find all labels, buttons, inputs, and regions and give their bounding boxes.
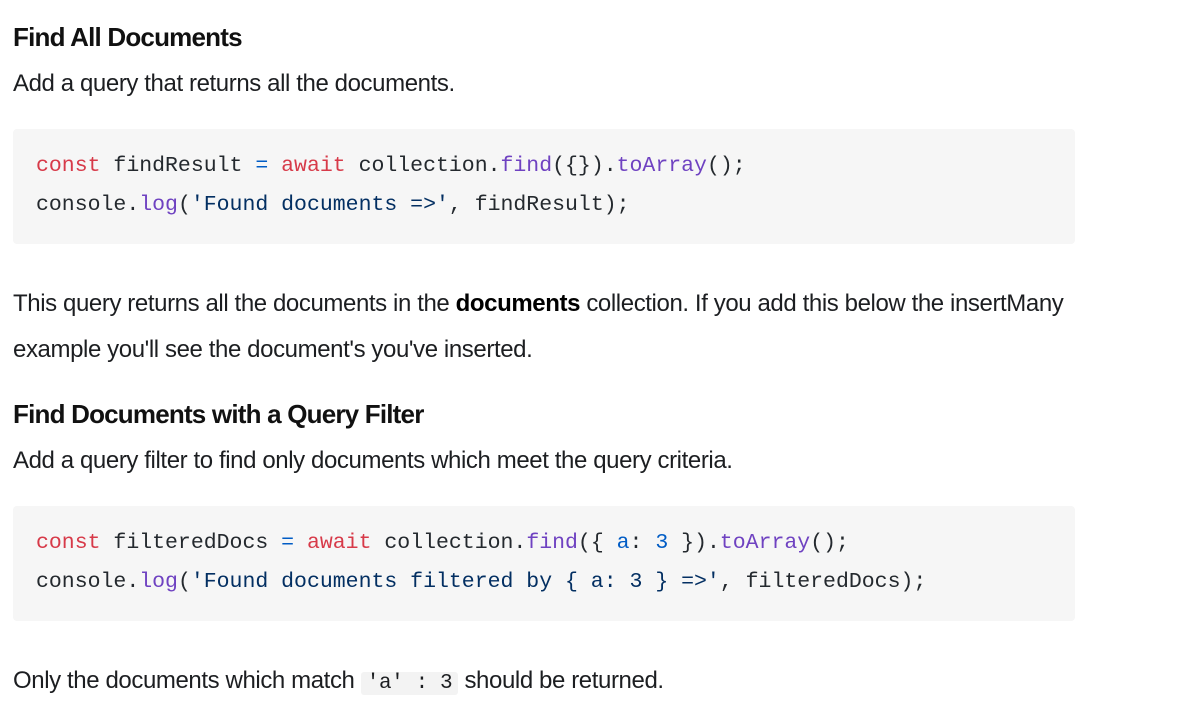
- bold-collection-name: documents: [455, 290, 581, 317]
- code-line: const filteredDocs = await collection.fi…: [36, 531, 849, 555]
- code-block-find-all[interactable]: const findResult = await collection.find…: [13, 129, 1075, 244]
- code-line: console.log('Found documents filtered by…: [36, 569, 927, 594]
- code-line: console.log('Found documents =>', findRe…: [36, 192, 630, 217]
- intro-find-all: Add a query that returns all the documen…: [13, 70, 455, 97]
- code-line: const findResult = await collection.find…: [36, 154, 746, 178]
- heading-find-with-filter: Find Documents with a Query Filter: [13, 399, 424, 429]
- inline-code-filter: 'a' : 3: [360, 672, 459, 695]
- paragraph-find-all-explanation: This query returns all the documents in …: [13, 290, 1064, 363]
- intro-find-with-filter: Add a query filter to find only document…: [13, 447, 733, 474]
- heading-find-all-documents: Find All Documents: [13, 22, 243, 52]
- code-block-find-filter[interactable]: const filteredDocs = await collection.fi…: [13, 506, 1075, 621]
- paragraph-filter-explanation: Only the documents which match 'a' : 3 s…: [13, 667, 664, 695]
